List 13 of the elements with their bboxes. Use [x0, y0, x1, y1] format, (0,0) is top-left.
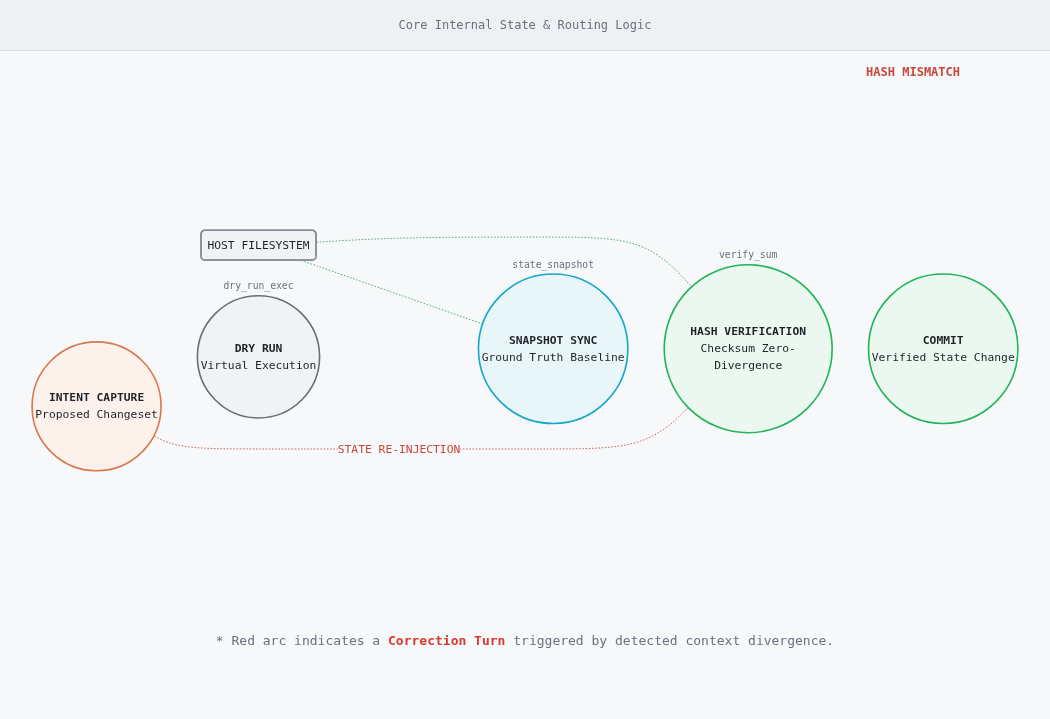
annotation-label: HASH MISMATCH [866, 65, 960, 81]
caption: * Red arc indicates a Correction Turn triggered by detected context divergence. [215, 633, 835, 648]
edge-label: STATE RE-INJECTION [337, 442, 461, 456]
node-circle: COMMIT Verified State Change [867, 273, 1019, 425]
connector [316, 236, 692, 288]
code-label: state_snapshot [512, 258, 594, 270]
node-circle: INTENT CAPTURE Proposed Changeset [31, 341, 162, 472]
node-circle: DRY RUN Virtual Execution [196, 294, 321, 419]
node-circle: SNAPSHOT SYNC Ground Truth Baseline [477, 273, 629, 425]
node-circle: HASH VERIFICATION Checksum Zero-Divergence [663, 263, 833, 434]
header-title: Core Internal State & Routing Logic [398, 18, 652, 32]
code-label: verify_sum [719, 249, 778, 261]
code-label: dry_run_exec [223, 280, 294, 292]
